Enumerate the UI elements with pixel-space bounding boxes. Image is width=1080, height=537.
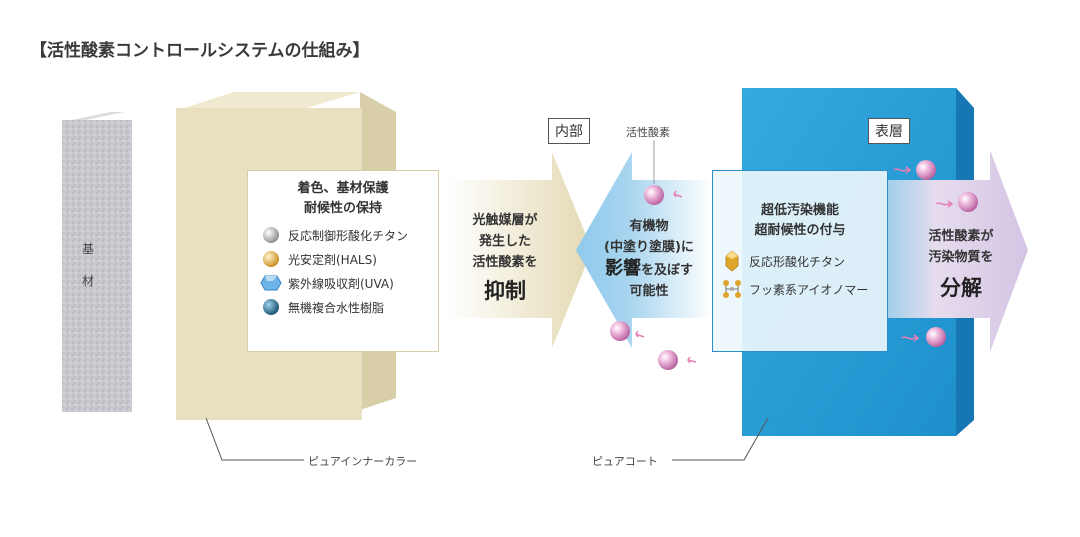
arrow-1-text: 光触媒層が 発生した 活性酸素を 抑制 [450, 210, 560, 305]
arrow-1-big: 抑制 [484, 279, 526, 303]
oxygen-sphere-5 [958, 192, 978, 212]
surface-box-heading-1: 超低汚染機能 [760, 203, 839, 218]
arrow-3-big: 分解 [940, 276, 982, 300]
arrow-2-line-3: 影響を及ぼす [590, 258, 708, 281]
navy-sphere-icon [258, 297, 284, 317]
page-title: 【活性酸素コントロールシステムの仕組み】 [30, 41, 370, 61]
arrow-2-line-1: 有機物 [629, 219, 669, 234]
arrow-1-line-1: 光触媒層が [472, 213, 538, 228]
oxygen-sphere-4 [916, 160, 936, 180]
grey-sphere-icon [258, 225, 284, 245]
molecule-icon [719, 279, 745, 299]
inner-item-hals: 光安定剤(HALS) [258, 247, 428, 271]
arrow-3-text: 活性酸素が 汚染物質を 分解 [906, 226, 1016, 302]
oxygen-label: 活性酸素 [626, 126, 670, 139]
blue-hexagon-icon [258, 273, 284, 293]
inner-box-heading-2: 耐候性の保持 [303, 201, 382, 216]
arrow-2-text: 有機物 (中塗り塗膜)に 影響を及ぼす 可能性 [590, 216, 708, 302]
substrate-block [62, 120, 132, 412]
oxygen-sphere-3 [658, 350, 678, 370]
inner-feature-box: 着色、基材保護 耐候性の保持 反応制御形酸化チタン 光安定剤(HALS) 紫外線… [247, 170, 439, 352]
leader-line-inner [205, 417, 304, 461]
arrow-3-shape [886, 150, 1028, 352]
arrow-2-suffix: を及ぼす [640, 263, 693, 278]
inner-item-label: 無機複合水性樹脂 [288, 300, 385, 315]
leader-line-coat [672, 417, 769, 461]
inner-item-label: 光安定剤(HALS) [288, 252, 377, 267]
inner-item-label: 反応制御形酸化チタン [288, 228, 409, 243]
substrate-label-1: 基 [82, 242, 95, 256]
surface-feature-box: 超低汚染機能 超耐候性の付与 反応形酸化チタン フッ素系アイオノマー [712, 170, 888, 352]
arrow-1-line-2: 発生した [478, 234, 531, 249]
surface-item-label: フッ素系アイオノマー [749, 282, 869, 297]
caption-pure-coat: ピュアコート [592, 455, 658, 468]
surface-item-label: 反応形酸化チタン [749, 254, 846, 269]
arrow-2-shape [576, 152, 712, 348]
inner-item-label: 紫外線吸収剤(UVA) [288, 276, 394, 291]
gold-crystal-icon [719, 250, 745, 272]
beige-block-top [178, 92, 360, 110]
inner-item-uva: 紫外線吸収剤(UVA) [258, 271, 428, 295]
substrate-label-2: 材 [82, 274, 95, 288]
arrow-2-big: 影響 [604, 258, 641, 279]
surface-item-titanium: 反応形酸化チタン [719, 249, 881, 273]
arrow-1-line-3: 活性酸素を [472, 255, 538, 270]
surface-item-ionomer: フッ素系アイオノマー [719, 277, 881, 301]
inner-item-resin: 無機複合水性樹脂 [258, 295, 428, 319]
oxygen-sphere-1 [644, 185, 664, 205]
surface-box-heading-2: 超耐候性の付与 [754, 223, 846, 238]
surface-tag: 表層 [868, 118, 910, 144]
inner-item-titanium: 反応制御形酸化チタン [258, 223, 428, 247]
motion-marks [635, 166, 954, 364]
substrate-top [62, 112, 124, 122]
arrow-3-line-1: 活性酸素が [928, 229, 994, 244]
arrow-2-line-4: 可能性 [629, 284, 669, 299]
inner-tag: 内部 [548, 118, 590, 144]
gold-sphere-icon [258, 249, 284, 269]
caption-inner-color: ピュアインナーカラー [308, 455, 418, 468]
arrow-2-line-2: (中塗り塗膜)に [604, 240, 694, 255]
arrow-1-shape [446, 152, 592, 348]
arrow-3-line-2: 汚染物質を [928, 250, 994, 265]
oxygen-sphere-2 [610, 321, 630, 341]
inner-box-heading-1: 着色、基材保護 [297, 181, 389, 196]
oxygen-sphere-6 [926, 327, 946, 347]
